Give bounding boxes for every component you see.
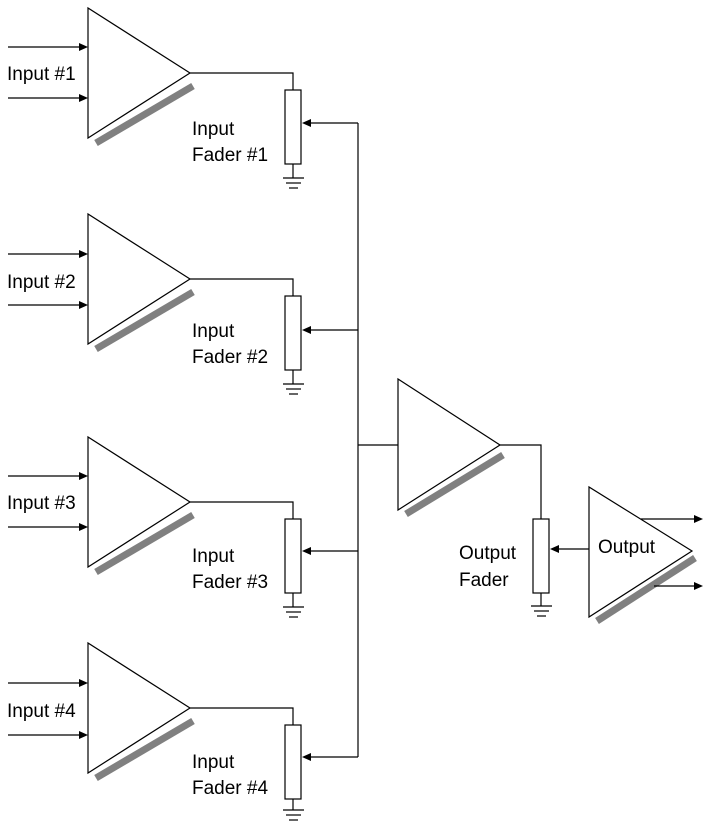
summing-amp-shadow: [404, 452, 505, 517]
channel-4: Input #4 Input Fader #4: [7, 641, 358, 821]
channel-3: Input #3 Input Fader #3: [7, 435, 358, 618]
input-fader-3: [284, 518, 302, 594]
input-3-label: Input #3: [7, 493, 76, 514]
fader-2-wiper-arrow: [302, 326, 311, 334]
mix-bus: [357, 123, 398, 757]
fader-4-wiper-arrow: [302, 753, 311, 761]
input-1-arrow-a: [79, 43, 88, 51]
fader-3-wiper-arrow: [302, 547, 311, 555]
fader-1-wiper-arrow: [302, 119, 311, 127]
summing-amp-triangle: [397, 377, 502, 512]
amp-4-output-wire: [190, 707, 294, 725]
output-amplifier: Output: [588, 485, 703, 624]
input-3-arrow-b: [79, 523, 88, 531]
fader-2-label-line2: Fader #2: [192, 347, 268, 368]
summing-amp-output-wire: [500, 444, 542, 519]
fader-4-label-line1: Input: [192, 752, 235, 773]
amp-2-shadow: [94, 288, 195, 353]
amp-4-shadow: [94, 717, 195, 782]
input-4-arrow-a: [79, 679, 88, 687]
amp-1-triangle: [87, 6, 192, 140]
output-fader-label-line2: Fader: [459, 570, 509, 591]
input-4-label: Input #4: [7, 701, 76, 722]
output-amp-shadow: [595, 555, 697, 624]
amp-3-output-wire: [190, 501, 294, 519]
output-fader-wiper-arrow: [550, 545, 559, 553]
input-1-arrow-b: [79, 94, 88, 102]
input-2-label: Input #2: [7, 272, 76, 293]
output-arrow-b: [694, 582, 703, 590]
input-fader-1: [284, 89, 302, 165]
amp-2-output-wire: [190, 278, 294, 296]
output-fader-group: Output Fader: [459, 518, 589, 617]
output-amp-label: Output: [598, 537, 656, 558]
input-4-arrow-b: [79, 731, 88, 739]
input-2-arrow-b: [79, 301, 88, 309]
fader-3-label-line2: Fader #3: [192, 572, 268, 593]
amp-1-shadow: [94, 82, 195, 147]
fader-3-label-line1: Input: [192, 546, 235, 567]
summing-amplifier: [397, 377, 542, 519]
channel-2: Input #2 Input Fader #2: [7, 212, 358, 395]
fader-1-label-line2: Fader #1: [192, 145, 268, 166]
fader-2-label-line1: Input: [192, 321, 235, 342]
amp-3-triangle: [87, 435, 192, 569]
input-3-arrow-a: [79, 472, 88, 480]
output-amp-triangle: [588, 485, 694, 619]
output-fader-label-line1: Output: [459, 543, 517, 564]
input-fader-4: [284, 724, 302, 800]
output-fader: [532, 518, 550, 594]
amp-1-output-wire: [190, 72, 294, 90]
fader-4-label-line2: Fader #4: [192, 778, 268, 799]
input-1-label: Input #1: [7, 64, 76, 85]
amp-4-triangle: [87, 641, 192, 775]
input-fader-2: [284, 295, 302, 371]
channel-1: Input #1 Input Fader #1: [7, 6, 358, 189]
output-arrow-a: [694, 515, 703, 523]
fader-1-label-line1: Input: [192, 119, 235, 140]
amp-3-shadow: [94, 511, 195, 576]
input-2-arrow-a: [79, 250, 88, 258]
amp-2-triangle: [87, 212, 192, 346]
